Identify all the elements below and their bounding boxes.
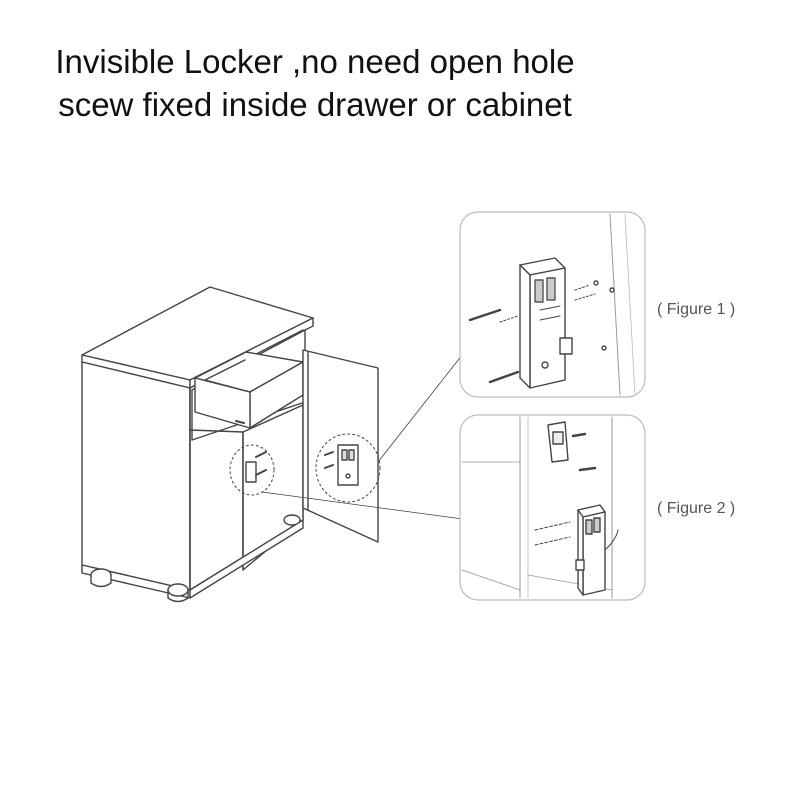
caption: Invisible Locker ,no need open hole scew… (0, 40, 630, 126)
caption-line-1: Invisible Locker ,no need open hole (55, 43, 575, 80)
figure-1-panel (459, 211, 646, 398)
figure-1-label: ( Figure 1 ) (657, 301, 736, 318)
caption-line-2: scew fixed inside drawer or cabinet (58, 86, 572, 123)
figure-2-panel (459, 414, 646, 601)
cabinet-illustration (81, 286, 471, 603)
figure-2-label: ( Figure 2 ) (657, 500, 736, 517)
